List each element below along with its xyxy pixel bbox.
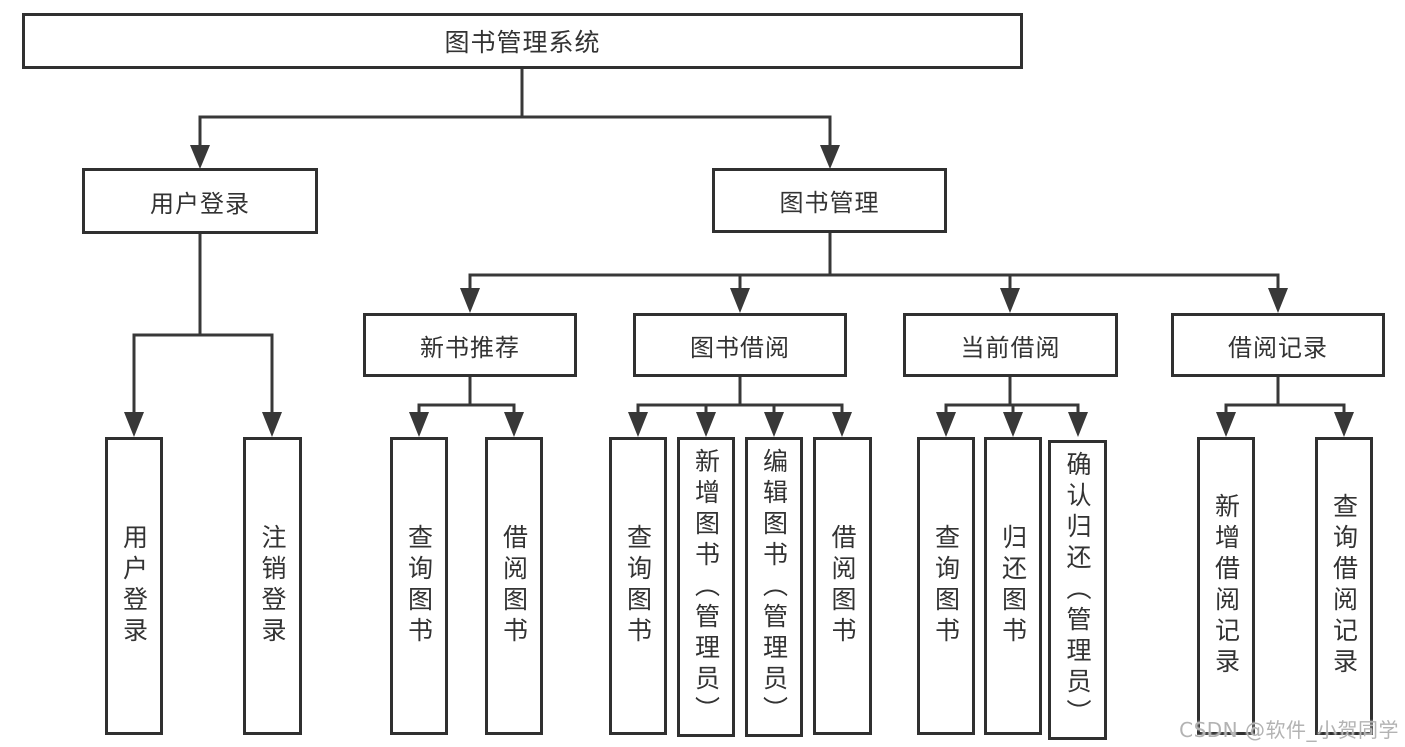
leaf-label: 新增图书（管理员）: [691, 447, 721, 727]
node-book-management-branch: 图书管理: [712, 168, 947, 233]
leaf-query-books-recommend: 查询图书: [390, 437, 448, 735]
node-label: 新书推荐: [420, 333, 520, 362]
leaf-label: 查询图书: [931, 524, 961, 648]
node-label: 当前借阅: [960, 333, 1061, 362]
leaf-add-borrow-record: 新增借阅记录: [1197, 437, 1255, 735]
leaf-label: 查询图书: [623, 524, 653, 648]
leaf-borrow-books-recommend: 借阅图书: [485, 437, 543, 735]
node-borrowing-records: 借阅记录: [1171, 313, 1385, 377]
leaf-user-login: 用户登录: [105, 437, 163, 735]
leaf-confirm-return-admin: 确认归还（管理员）: [1048, 440, 1107, 740]
leaf-label: 新增借阅记录: [1211, 493, 1241, 679]
leaf-label: 归还图书: [998, 524, 1028, 648]
node-new-book-recommendation: 新书推荐: [363, 313, 577, 377]
leaf-label: 编辑图书（管理员）: [759, 447, 789, 727]
leaf-label: 借阅图书: [828, 524, 857, 648]
leaf-borrow-books: 借阅图书: [813, 437, 872, 735]
leaf-query-books-borrowing: 查询图书: [609, 437, 667, 735]
leaf-label: 注销登录: [258, 524, 287, 648]
node-library-management-system: 图书管理系统: [22, 13, 1023, 69]
leaf-label: 查询借阅记录: [1329, 493, 1359, 679]
node-user-login-branch: 用户登录: [82, 168, 318, 234]
leaf-add-books-admin: 新增图书（管理员）: [677, 437, 735, 737]
csdn-watermark: CSDN @软件_小贺同学: [1179, 718, 1399, 742]
node-current-borrowing: 当前借阅: [903, 313, 1118, 377]
leaf-label: 确认归还（管理员）: [1063, 450, 1092, 730]
leaf-logout: 注销登录: [243, 437, 302, 735]
node-label: 图书管理系统: [444, 28, 601, 57]
leaf-edit-books-admin: 编辑图书（管理员）: [745, 437, 803, 737]
node-label: 用户登录: [150, 189, 250, 218]
leaf-return-books: 归还图书: [984, 437, 1042, 735]
leaf-query-borrow-record: 查询借阅记录: [1315, 437, 1373, 735]
node-label: 图书管理: [779, 189, 880, 217]
node-book-borrowing: 图书借阅: [633, 313, 847, 377]
leaf-query-books-current: 查询图书: [917, 437, 975, 735]
leaf-label: 借阅图书: [499, 524, 529, 648]
leaf-label: 用户登录: [119, 524, 149, 648]
node-label: 图书借阅: [690, 333, 790, 362]
leaf-label: 查询图书: [404, 524, 434, 648]
node-label: 借阅记录: [1228, 333, 1328, 362]
